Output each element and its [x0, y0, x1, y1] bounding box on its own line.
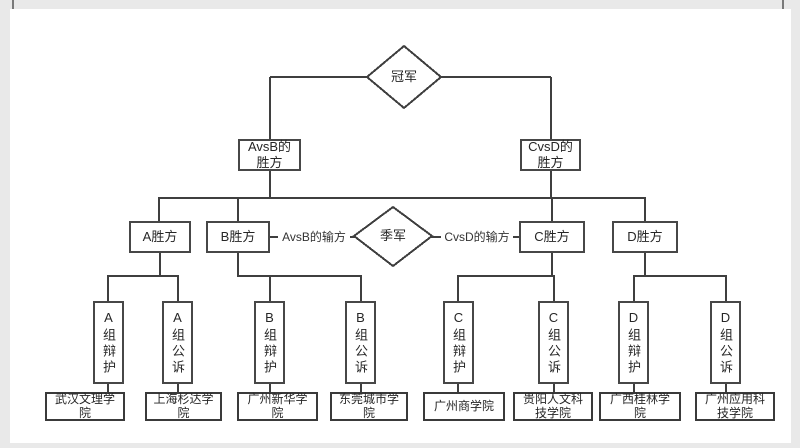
third-place-diamond: [352, 205, 434, 268]
node-school-wuhan-arts-science: 武汉文理学院: [45, 392, 125, 421]
node-semi-winner-c: C胜方: [519, 221, 585, 253]
node-semi-winner-b: B胜方: [206, 221, 270, 253]
node-semi-winner-a: A胜方: [129, 221, 191, 253]
node-team-d-defense: D组辩护: [618, 301, 649, 384]
node-school-shanghai-sanda: 上海杉达学院: [145, 392, 222, 421]
node-school-guangzhou-applied-tech: 广州应用科技学院: [695, 392, 775, 421]
node-team-a-defense: A组辩护: [93, 301, 124, 384]
node-team-d-prosecution: D组公诉: [710, 301, 741, 384]
edge-label-cvsd-loser: CvsD的输方: [441, 229, 513, 245]
node-team-b-defense: B组辩护: [254, 301, 285, 384]
champion-diamond: [365, 44, 443, 110]
edge-label-avsb-loser: AvsB的输方: [278, 229, 350, 245]
champion-label: 冠军: [390, 69, 417, 84]
node-school-guiyang-humanities: 贵阳人文科技学院: [513, 392, 593, 421]
node-team-a-prosecution: A组公诉: [162, 301, 193, 384]
node-school-guangzhou-xinhua: 广州新华学院: [237, 392, 318, 421]
node-school-guangxi-guilin: 广西桂林学院: [599, 392, 681, 421]
node-final-winner-cvsd: CvsD的胜方: [520, 139, 581, 171]
node-team-c-prosecution: C组公诉: [538, 301, 569, 384]
node-final-winner-avsb: AvsB的胜方: [238, 139, 301, 171]
node-school-dongguan-city: 东莞城市学院: [330, 392, 408, 421]
node-team-b-prosecution: B组公诉: [345, 301, 376, 384]
node-semi-winner-d: D胜方: [612, 221, 678, 253]
node-team-c-defense: C组辩护: [443, 301, 474, 384]
node-school-guangzhou-commerce: 广州商学院: [423, 392, 505, 421]
third-place-label: 季军: [379, 228, 406, 243]
